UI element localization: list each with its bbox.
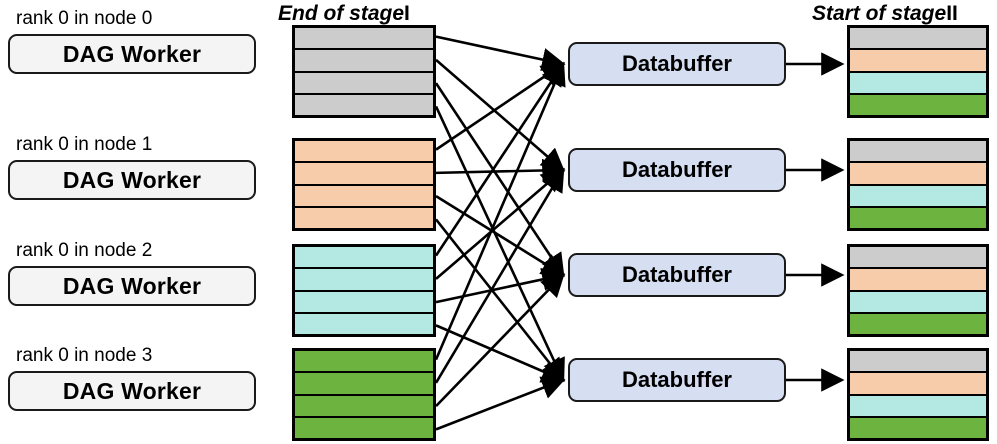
shuffle-edge-0-0 <box>435 35 566 72</box>
end-stage-stack-2 <box>292 244 436 337</box>
shuffle-edge-3-0 <box>434 61 566 361</box>
header-right-emphasis: Start of stage <box>812 2 947 25</box>
end-stage-stack-3-segment-2 <box>295 393 433 416</box>
end-stage-stack-2-segment-0 <box>295 247 433 268</box>
worker-group-1: rank 0 in node 1 DAG Worker <box>8 134 256 200</box>
shuffle-edge-0-2 <box>434 82 565 278</box>
start-stage-stack-1-segment-1 <box>850 161 986 184</box>
shuffle-edge-1-0 <box>435 62 566 151</box>
worker-rank-label: rank 0 in node 1 <box>16 134 153 155</box>
dag-worker-box[interactable]: DAG Worker <box>8 266 256 306</box>
start-stage-stack-1-segment-0 <box>850 141 986 162</box>
dag-worker-box[interactable]: DAG Worker <box>8 371 256 411</box>
end-stage-stack-1 <box>292 138 436 231</box>
start-stage-stack-3-segment-0 <box>850 351 986 372</box>
shuffle-edge-2-2 <box>435 267 566 304</box>
start-stage-stack-3-segment-3 <box>850 415 986 438</box>
column-header-end-of-stage: End of stageI <box>278 2 410 26</box>
header-right-numeral: II <box>946 2 958 25</box>
end-stage-stack-0-segment-2 <box>295 70 433 93</box>
end-stage-stack-2-segment-3 <box>295 311 433 334</box>
shuffle-edge-1-1 <box>435 158 566 183</box>
shuffle-edge-2-0 <box>434 61 565 257</box>
end-stage-stack-3 <box>292 348 436 441</box>
shuffle-edge-0-1 <box>435 58 565 172</box>
start-stage-stack-0-segment-3 <box>850 92 986 115</box>
worker-rank-label: rank 0 in node 3 <box>16 345 153 366</box>
end-stage-stack-0-segment-3 <box>295 92 433 115</box>
start-stage-stack-2-segment-3 <box>850 311 986 334</box>
start-stage-stack-1-segment-2 <box>850 183 986 206</box>
start-stage-stack-2 <box>847 244 989 337</box>
start-stage-stack-0-segment-0 <box>850 28 986 49</box>
shuffle-edge-0-3 <box>434 105 565 383</box>
end-stage-stack-1-segment-0 <box>295 141 433 162</box>
header-left-numeral: I <box>404 2 410 25</box>
start-stage-stack-2-segment-2 <box>850 289 986 312</box>
databuffer-box-1[interactable]: Databuffer <box>568 148 786 192</box>
databuffer-box-2[interactable]: Databuffer <box>568 253 786 297</box>
start-stage-stack-1 <box>847 138 989 231</box>
shuffle-edges <box>434 35 566 431</box>
end-stage-stack-2-segment-1 <box>295 267 433 290</box>
worker-rank-label: rank 0 in node 0 <box>16 8 153 29</box>
end-stage-stack-0-segment-1 <box>295 48 433 71</box>
start-stage-stack-0 <box>847 25 989 118</box>
dag-worker-box[interactable]: DAG Worker <box>8 34 256 74</box>
shuffle-edge-1-2 <box>435 195 566 277</box>
end-stage-stack-0-segment-0 <box>295 28 433 49</box>
shuffle-edge-3-3 <box>435 376 566 431</box>
shuffle-edge-3-1 <box>434 167 565 384</box>
start-stage-stack-3-segment-1 <box>850 371 986 394</box>
start-stage-stack-0-segment-2 <box>850 70 986 93</box>
end-stage-stack-3-segment-1 <box>295 371 433 394</box>
end-stage-stack-3-segment-0 <box>295 351 433 372</box>
worker-group-2: rank 0 in node 2 DAG Worker <box>8 240 256 306</box>
worker-rank-label: rank 0 in node 2 <box>16 240 153 261</box>
start-stage-stack-1-segment-3 <box>850 205 986 228</box>
start-stage-stack-2-segment-0 <box>850 247 986 268</box>
column-header-start-of-stage: Start of stageII <box>812 2 958 26</box>
header-left-emphasis: End of stage <box>278 2 405 25</box>
databuffer-box-0[interactable]: Databuffer <box>568 42 786 86</box>
end-stage-stack-1-segment-3 <box>295 205 433 228</box>
start-stage-stack-2-segment-1 <box>850 267 986 290</box>
shuffle-edge-3-2 <box>435 273 565 408</box>
databuffer-box-3[interactable]: Databuffer <box>568 358 786 402</box>
shuffle-edge-1-3 <box>434 218 565 383</box>
shuffle-edge-2-1 <box>435 168 565 280</box>
shuffle-edge-2-3 <box>435 324 566 383</box>
end-stage-stack-0 <box>292 25 436 118</box>
end-stage-stack-1-segment-1 <box>295 161 433 184</box>
start-stage-stack-3 <box>847 348 989 441</box>
end-stage-stack-2-segment-2 <box>295 289 433 312</box>
worker-group-3: rank 0 in node 3 DAG Worker <box>8 345 256 411</box>
end-stage-stack-1-segment-2 <box>295 183 433 206</box>
databuffer-output-edges <box>786 52 845 392</box>
dag-worker-box[interactable]: DAG Worker <box>8 160 256 200</box>
end-stage-stack-3-segment-3 <box>295 415 433 438</box>
start-stage-stack-3-segment-2 <box>850 393 986 416</box>
start-stage-stack-0-segment-1 <box>850 48 986 71</box>
worker-group-0: rank 0 in node 0 DAG Worker <box>8 8 256 74</box>
